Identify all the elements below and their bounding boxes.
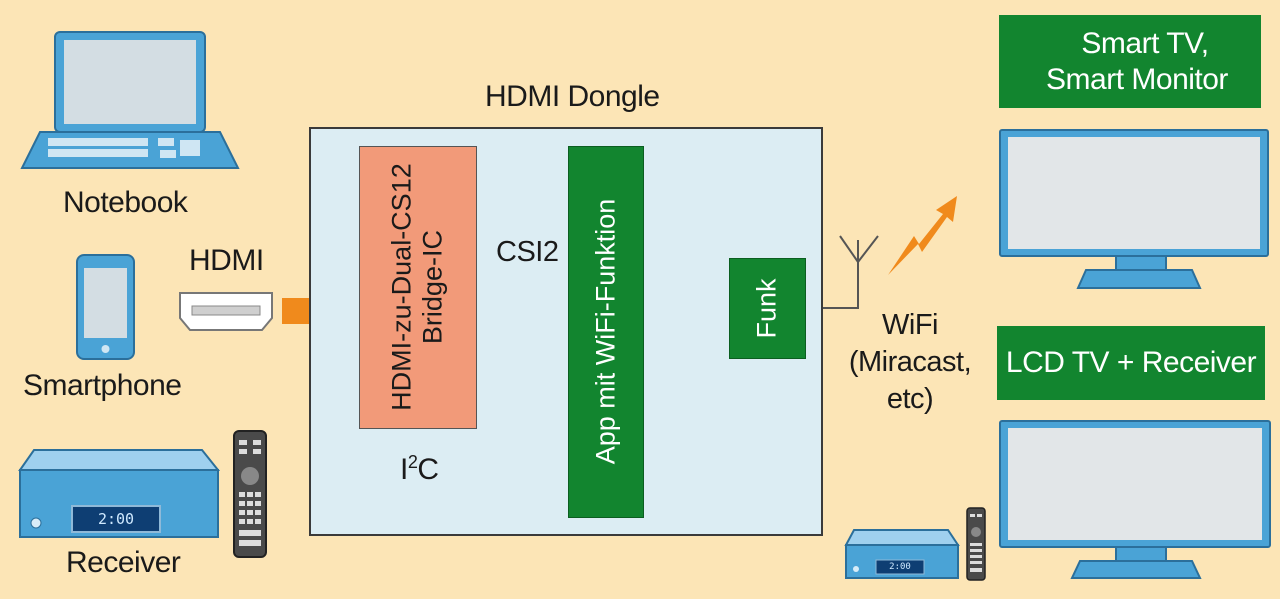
smart-tv-label-line2: Smart Monitor xyxy=(1046,62,1228,96)
wireless-signal-icon xyxy=(888,196,957,275)
i2c-label: I2C xyxy=(400,452,439,486)
smartphone-label: Smartphone xyxy=(23,369,182,402)
small-receiver-clock: 2:00 xyxy=(889,562,911,572)
receiver-icon xyxy=(18,449,221,538)
smartphone-icon xyxy=(76,254,135,360)
smart-tv-label-line1: Smart TV, xyxy=(1081,26,1209,60)
funk-label: Funk xyxy=(751,278,782,339)
notebook-icon xyxy=(20,31,240,169)
hdmi-label: HDMI xyxy=(189,244,264,277)
lcd-tv-label-box: LCD TV + Receiver xyxy=(997,326,1265,400)
remote-control-icon xyxy=(233,430,267,558)
dongle-title: HDMI Dongle xyxy=(485,80,660,113)
funk-block: Funk xyxy=(729,258,806,359)
app-wifi-block: App mit WiFi-Funktion xyxy=(568,146,644,518)
antenna-icon xyxy=(806,235,879,309)
app-wifi-label: App mit WiFi-Funktion xyxy=(590,199,621,465)
bridge-ic-label-line1: HDMI-zu-Dual-CS12 xyxy=(386,163,417,412)
notebook-label: Notebook xyxy=(63,186,188,219)
small-receiver-icon xyxy=(844,529,960,579)
wifi-label: WiFi (Miracast, etc) xyxy=(848,309,972,415)
lcd-tv-icon xyxy=(999,420,1271,579)
lcd-tv-label: LCD TV + Receiver xyxy=(1005,346,1257,379)
small-remote-control-icon xyxy=(966,507,986,581)
bridge-ic-block: HDMI-zu-Dual-CS12 Bridge-IC xyxy=(359,146,477,429)
receiver-clock: 2:00 xyxy=(97,510,135,528)
smart-tv-label-box: Smart TV, Smart Monitor xyxy=(999,15,1261,108)
csi2-label: CSI2 xyxy=(496,236,559,268)
smart-tv-icon xyxy=(999,129,1269,289)
hdmi-connector-icon xyxy=(179,292,273,331)
receiver-label: Receiver xyxy=(66,546,181,579)
bridge-ic-label-line2: Bridge-IC xyxy=(418,230,448,345)
